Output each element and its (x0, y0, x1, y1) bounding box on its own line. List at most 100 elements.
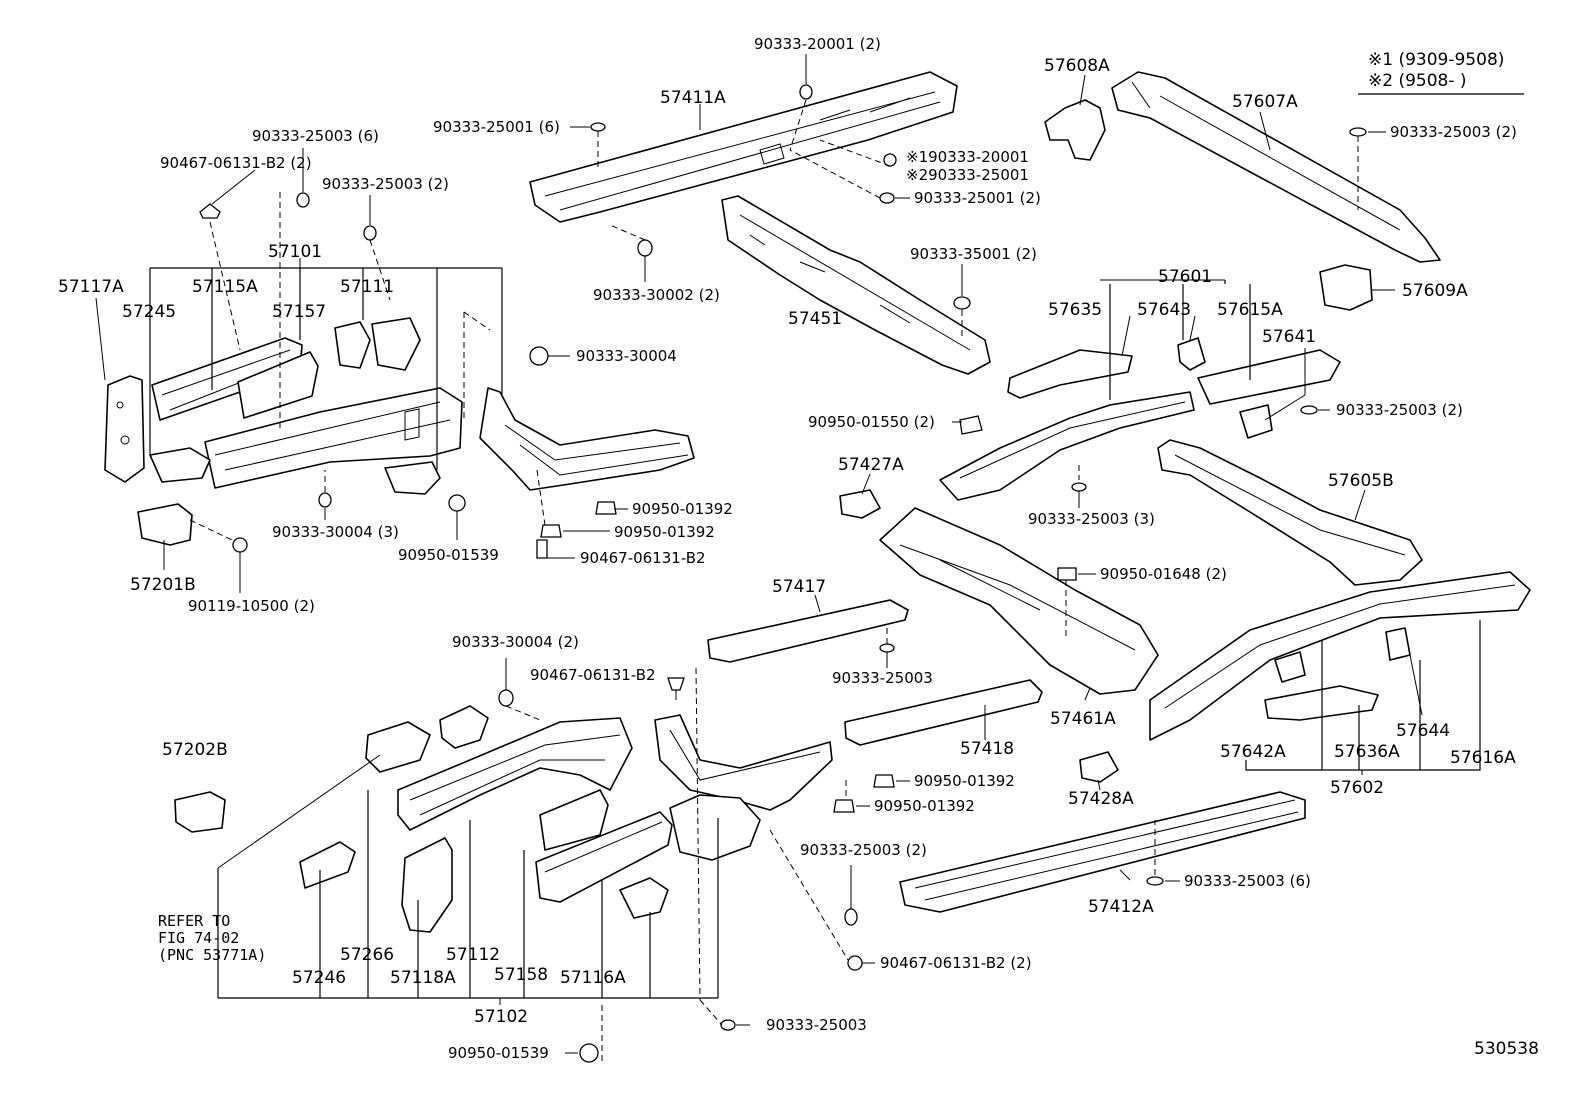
label-57246: 57246 (292, 968, 346, 988)
fastener-label: 90950-01539 (398, 546, 499, 564)
fastener-label: 90333-25003 (6) (252, 127, 379, 145)
label-57428A: 57428A (1068, 789, 1134, 809)
fastener-label: 90950-01648 (2) (1100, 565, 1227, 583)
part-57607A-rail (1111, 71, 1441, 263)
label-57601: 57601 (1158, 267, 1212, 287)
part-57102-front (654, 714, 833, 811)
part-57608A-bracket (1044, 99, 1106, 161)
fastener-label: 90333-25003 (2) (322, 175, 449, 193)
part-57412A-rail (899, 791, 1306, 913)
label-57417: 57417 (772, 577, 826, 597)
label-57608A: 57608A (1044, 56, 1110, 76)
fastener-label: 90333-25003 (2) (800, 841, 927, 859)
fastener-label: 90467-06131-B2 (580, 549, 706, 567)
part-57635-member (1007, 349, 1133, 399)
label-57111: 57111 (340, 277, 394, 297)
fastener-label: 90950-01392 (874, 797, 975, 815)
part-57111-sidemember (204, 387, 463, 489)
label-57202B: 57202B (162, 740, 228, 760)
part-57118A-plate (401, 837, 453, 933)
fastener-label: 90333-25003 (3) (1028, 510, 1155, 528)
fastener-label: 90950-01392 (632, 500, 733, 518)
fastener-labels: 90333-20001 (2) 90333-25001 (6) ※190333-… (160, 35, 1517, 1062)
label-57157: 57157 (272, 302, 326, 322)
fastener-label: 90950-01392 (914, 772, 1015, 790)
refer-note-line-3: (PNC 53771A) (158, 946, 266, 964)
fastener-label: 90467-06131-B2 (2) (160, 154, 312, 172)
fastener-label: 90333-25003 (2) (1336, 401, 1463, 419)
label-57641: 57641 (1262, 327, 1316, 347)
label-57245: 57245 (122, 302, 176, 322)
fastener-label: 90333-30002 (2) (593, 286, 720, 304)
fastener-label: 90333-25003 (766, 1016, 867, 1034)
fastener-glyphs (199, 84, 1367, 1063)
label-57609A: 57609A (1402, 281, 1468, 301)
legend-note-2: ※2 (9508- ) (1368, 71, 1467, 91)
label-57461A: 57461A (1050, 709, 1116, 729)
part-57642A-bracket (1274, 651, 1306, 683)
refer-note: REFER TO FIG 74-02 (PNC 53771A) (158, 912, 266, 964)
label-57102: 57102 (474, 1007, 528, 1027)
fastener-label: ※290333-25001 (906, 166, 1029, 184)
figure-number: 530538 (1474, 1039, 1539, 1059)
legend-note-1: ※1 (9309-9508) (1368, 50, 1504, 70)
part-57111-bracket (334, 317, 421, 371)
part-57428A-bracket (1079, 751, 1119, 783)
part-57201B-bracket (137, 503, 193, 546)
part-57266-bracket (365, 721, 431, 773)
part-57644-bracket (1385, 627, 1411, 661)
label-57451: 57451 (788, 309, 842, 329)
label-57115A: 57115A (192, 277, 258, 297)
part-57245-bracket (149, 447, 211, 483)
part-57418-rail (844, 679, 1043, 746)
part-57451-crossmember (721, 195, 991, 375)
fastener-label: 90333-25001 (2) (914, 189, 1041, 207)
refer-note-line-1: REFER TO (158, 912, 230, 930)
part-57601-sidemember (939, 391, 1195, 501)
fastener-label: 90333-30004 (3) (272, 523, 399, 541)
fastener-label: 90333-25003 (2) (1390, 123, 1517, 141)
label-57605B: 57605B (1328, 471, 1394, 491)
label-57636A: 57636A (1334, 742, 1400, 762)
part-57427A-bracket (839, 489, 881, 519)
label-57615A: 57615A (1217, 300, 1283, 320)
label-57118A: 57118A (390, 968, 456, 988)
fastener-label: 90333-25003 (6) (1184, 872, 1311, 890)
label-57418: 57418 (960, 739, 1014, 759)
label-57116A: 57116A (560, 968, 626, 988)
fastener-label: 90950-01392 (614, 523, 715, 541)
fastener-label: 90950-01539 (448, 1044, 549, 1062)
fastener-label: 90333-30004 (576, 347, 677, 365)
legend: ※1 (9309-9508) ※2 (9508- ) (1358, 50, 1524, 95)
label-57112: 57112 (446, 945, 500, 965)
fastener-label: 90950-01550 (2) (808, 413, 935, 431)
label-57607A: 57607A (1232, 92, 1298, 112)
part-57602-sidemember (1149, 571, 1531, 741)
label-57201B: 57201B (130, 575, 196, 595)
part-57112-sidemember (397, 717, 633, 831)
part-57158-reinforce (539, 789, 609, 851)
label-57644: 57644 (1396, 721, 1450, 741)
part-57417-rail (707, 599, 909, 663)
part-57116A-rail (535, 811, 673, 903)
label-57642A: 57642A (1220, 742, 1286, 762)
part-57117A-plate (104, 375, 145, 483)
part-57246-bracket (299, 841, 356, 889)
part-57112-bracket-top (439, 705, 489, 749)
label-57117A: 57117A (58, 277, 124, 297)
part-57101-bracket-mid (384, 461, 441, 495)
part-57641-bracket (1239, 404, 1273, 439)
fastener-label: 90467-06131-B2 (530, 666, 656, 684)
part-57202B-bracket (174, 791, 226, 833)
fastener-label: 90333-25003 (832, 669, 933, 687)
leader-lines (95, 54, 1481, 1062)
label-57635: 57635 (1048, 300, 1102, 320)
part-57102-wheelhouse (619, 794, 761, 919)
part-57643-bracket (1177, 337, 1206, 371)
label-57602: 57602 (1330, 778, 1384, 798)
fastener-label: 90467-06131-B2 (2) (880, 954, 1032, 972)
label-57411A: 57411A (660, 88, 726, 108)
fastener-label: 90119-10500 (2) (188, 597, 315, 615)
fastener-label: 90333-35001 (2) (910, 245, 1037, 263)
refer-note-line-2: FIG 74-02 (158, 929, 239, 947)
